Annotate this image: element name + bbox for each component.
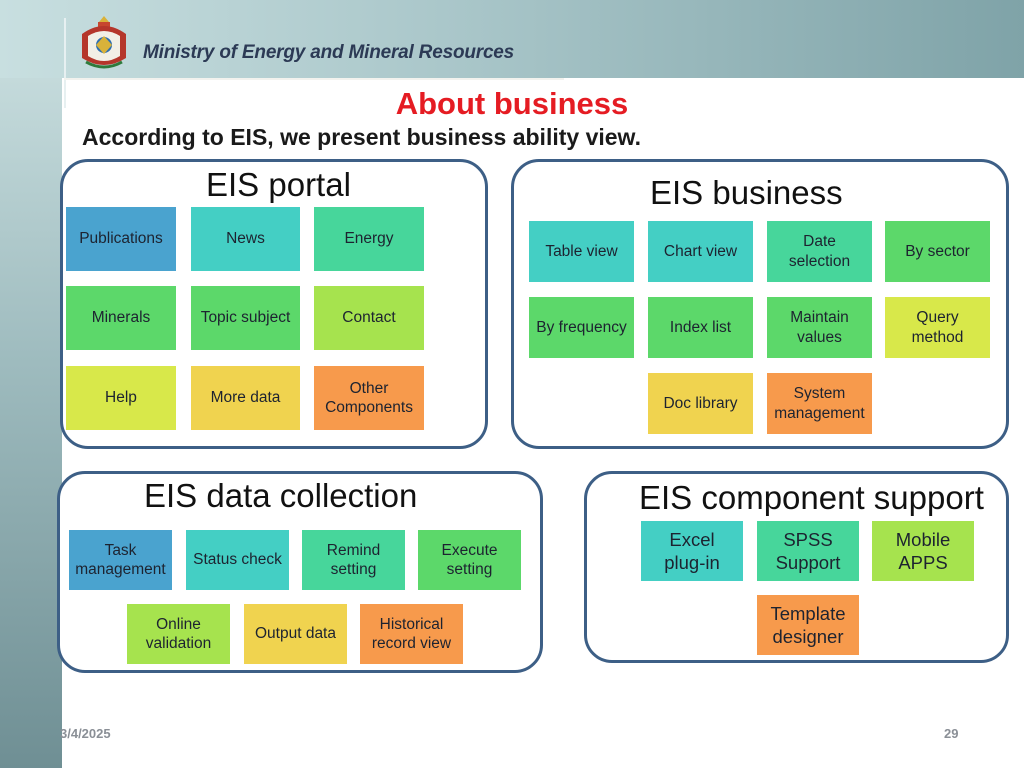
tile-online-validation[interactable]: Online validation <box>127 604 230 664</box>
tile-status-check[interactable]: Status check <box>186 530 289 590</box>
tile-mobile-apps[interactable]: Mobile APPS <box>872 521 974 581</box>
tile-minerals[interactable]: Minerals <box>66 286 176 350</box>
tile-historical-record-view[interactable]: Historical record view <box>360 604 463 664</box>
tile-remind-setting[interactable]: Remind setting <box>302 530 405 590</box>
tile-by-sector[interactable]: By sector <box>885 221 990 282</box>
divider-horizontal <box>64 78 564 80</box>
tile-other-components[interactable]: Other Components <box>314 366 424 430</box>
page-subtitle: According to EIS, we present business ab… <box>82 124 641 150</box>
footer-date: 3/4/2025 <box>60 726 111 741</box>
tile-index-list[interactable]: Index list <box>648 297 753 358</box>
eis-portal-title: EIS portal <box>206 166 351 203</box>
coat-of-arms-icon <box>82 16 126 69</box>
tile-more-data[interactable]: More data <box>191 366 300 430</box>
tile-execute-setting[interactable]: Execute setting <box>418 530 521 590</box>
header-band <box>0 0 1024 78</box>
tile-date-selection[interactable]: Date selection <box>767 221 872 282</box>
tile-output-data[interactable]: Output data <box>244 604 347 664</box>
tile-topic-subject[interactable]: Topic subject <box>191 286 300 350</box>
tile-chart-view[interactable]: Chart view <box>648 221 753 282</box>
left-band <box>0 78 62 768</box>
tile-system-management[interactable]: System management <box>767 373 872 434</box>
tile-table-view[interactable]: Table view <box>529 221 634 282</box>
tile-task-management[interactable]: Task management <box>69 530 172 590</box>
tile-excel-plug-in[interactable]: Excel plug-in <box>641 521 743 581</box>
tile-help[interactable]: Help <box>66 366 176 430</box>
tile-query-method[interactable]: Query method <box>885 297 990 358</box>
page-title: About business <box>395 86 629 121</box>
footer-page-number: 29 <box>944 726 959 741</box>
ministry-name: Ministry of Energy and Mineral Resources <box>143 42 515 63</box>
tile-publications[interactable]: Publications <box>66 207 176 271</box>
tile-spss-support[interactable]: SPSS Support <box>757 521 859 581</box>
tile-energy[interactable]: Energy <box>314 207 424 271</box>
eis-data-collection-title: EIS data collection <box>144 477 418 514</box>
tile-maintain-values[interactable]: Maintain values <box>767 297 872 358</box>
tile-news[interactable]: News <box>191 207 300 271</box>
tile-template-designer[interactable]: Template designer <box>757 595 859 655</box>
tile-doc-library[interactable]: Doc library <box>648 373 753 434</box>
eis-business-title: EIS business <box>650 174 843 211</box>
tile-by-frequency[interactable]: By frequency <box>529 297 634 358</box>
tile-contact[interactable]: Contact <box>314 286 424 350</box>
divider-vertical <box>64 18 66 108</box>
eis-component-support-title: EIS component support <box>639 479 984 516</box>
